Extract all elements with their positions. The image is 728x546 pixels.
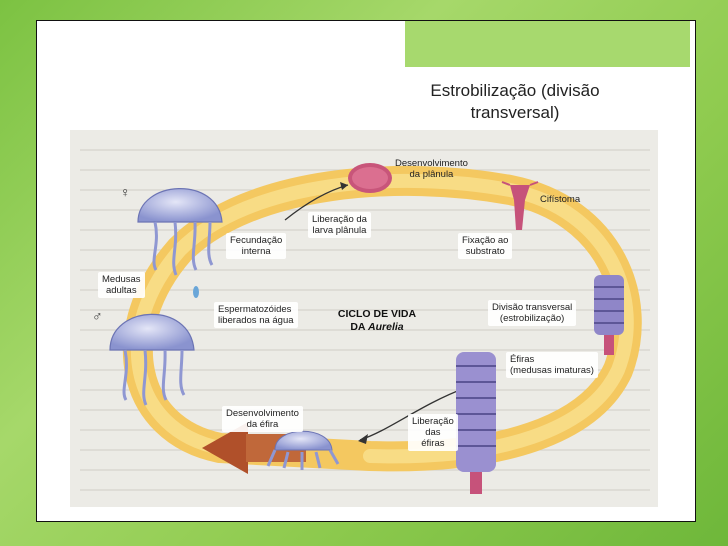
label-adult-medusae: Medusas adultas: [98, 272, 145, 298]
adult-medusa-male: [109, 313, 195, 406]
genus-name: Aurelia: [368, 321, 404, 333]
strobila-releasing-ephyrae: [456, 352, 496, 494]
life-cycle-figure: Desenvolvimento da plânula Cifístoma Lib…: [70, 130, 658, 507]
label-transverse-division: Divisão transversal (estrobilização): [488, 300, 577, 326]
label-scyphistoma: Cifístoma: [540, 194, 581, 205]
label-internal-fertilization: Fecundação interna: [226, 233, 287, 259]
label-ephyrae: Éfiras (medusas imaturas): [506, 352, 598, 378]
label-planula-development: Desenvolvimento da plânula: [395, 158, 468, 180]
label-ephyra-development: Desenvolvimento da éfira: [222, 406, 303, 432]
strobila-polyp: [594, 275, 624, 355]
life-cycle-illustration: [80, 149, 650, 494]
header-accent-tab: [405, 21, 690, 67]
cycle-arrow-head: [202, 422, 248, 474]
ephyra-juvenile: [266, 430, 340, 470]
center-cycle-title: CICLO DE VIDA DA Aurelia: [337, 308, 417, 333]
slide-title: Estrobilização (divisão transversal): [390, 80, 640, 124]
sperm-cell: [193, 286, 199, 298]
label-sperm-release: Espermatozóides liberados na água: [214, 302, 298, 328]
scyphistoma-polyp: [510, 185, 530, 230]
label-planula-release: Liberação da larva plânula: [308, 212, 371, 238]
label-ephyrae-release: Liberação das éfiras: [408, 414, 458, 451]
male-symbol: ♂: [92, 308, 103, 324]
slide-title-line2: transversal): [470, 103, 560, 122]
label-substrate-fixation: Fixação ao substrato: [458, 233, 513, 259]
arrow-to-efira: [359, 387, 466, 441]
adult-medusa-female: [137, 188, 223, 276]
female-symbol: ♀: [120, 184, 131, 200]
slide-title-line1: Estrobilização (divisão: [430, 81, 600, 100]
